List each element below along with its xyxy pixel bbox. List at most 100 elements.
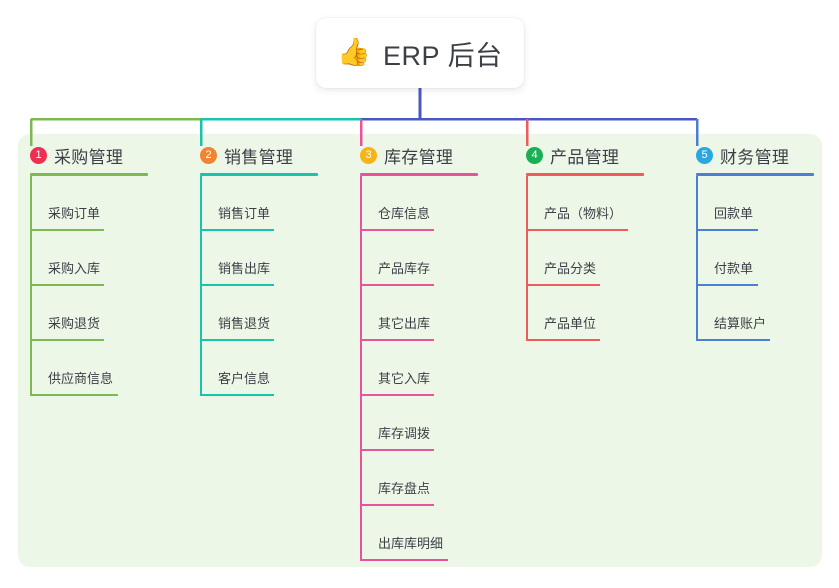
- branch-item-label: 采购订单: [48, 206, 101, 221]
- branch-item-label: 仓库信息: [378, 206, 431, 221]
- branch-item[interactable]: 付款单: [682, 231, 814, 286]
- branch-item-rule: [526, 229, 628, 231]
- branch-badge-4: 4: [526, 146, 543, 164]
- branch-item-list: 回款单付款单结算账户: [682, 176, 814, 341]
- branch-badge-1: 1: [30, 146, 47, 164]
- branch-item-label: 结算账户: [714, 316, 767, 331]
- branch-column-采购管理: 1 采购管理采购订单采购入库采购退货供应商信息: [16, 142, 148, 396]
- branch-item[interactable]: 采购退货: [16, 286, 148, 341]
- branch-item-rule: [526, 339, 600, 341]
- branch-badge-3: 3: [360, 146, 377, 164]
- branch-item[interactable]: 结算账户: [682, 286, 814, 341]
- root-node-inner: 👍 ERP 后台: [337, 34, 502, 73]
- branch-header-rule: [696, 173, 814, 176]
- branch-item[interactable]: 销售订单: [186, 176, 318, 231]
- branch-item-rule: [200, 394, 274, 396]
- branch-item[interactable]: 客户信息: [186, 341, 318, 396]
- branch-item-rule: [200, 284, 274, 286]
- branch-header-1[interactable]: 1 采购管理: [16, 142, 148, 168]
- branch-item[interactable]: 销售出库: [186, 231, 318, 286]
- branch-item-label: 产品库存: [378, 261, 431, 276]
- branch-item-rule: [30, 229, 104, 231]
- branch-item-rule: [360, 394, 434, 396]
- branch-item[interactable]: 产品分类: [512, 231, 644, 286]
- branch-header-rule: [30, 173, 148, 176]
- branch-column-财务管理: 5 财务管理回款单付款单结算账户: [682, 142, 814, 341]
- branch-item-label: 供应商信息: [48, 371, 114, 386]
- branch-item-label: 销售退货: [218, 316, 271, 331]
- branch-item-rule: [360, 559, 448, 561]
- branch-item-rule: [30, 284, 104, 286]
- branch-item[interactable]: 销售退货: [186, 286, 318, 341]
- branch-header-rule: [200, 173, 318, 176]
- branch-badge-5: 5: [696, 146, 713, 164]
- branch-item-list: 销售订单销售出库销售退货客户信息: [186, 176, 318, 396]
- branch-stem: [696, 176, 698, 341]
- branch-item-list: 采购订单采购入库采购退货供应商信息: [16, 176, 148, 396]
- branch-item-label: 其它入库: [378, 371, 431, 386]
- branch-item-list: 仓库信息产品库存其它出库其它入库库存调拨库存盘点出库库明细: [346, 176, 478, 561]
- branch-item-label: 产品单位: [544, 316, 597, 331]
- branch-badge-2: 2: [200, 146, 217, 164]
- root-node-title: ERP 后台: [383, 40, 503, 71]
- branch-item[interactable]: 产品单位: [512, 286, 644, 341]
- branch-column-销售管理: 2 销售管理销售订单销售出库销售退货客户信息: [186, 142, 318, 396]
- branch-item[interactable]: 产品（物料）: [512, 176, 644, 231]
- branch-item-rule: [360, 284, 434, 286]
- branch-stem: [526, 176, 528, 341]
- branch-column-产品管理: 4 产品管理产品（物料） 产品分类产品单位: [512, 142, 644, 341]
- branch-item-rule: [30, 339, 104, 341]
- branch-item-list: 产品（物料） 产品分类产品单位: [512, 176, 644, 341]
- branch-title: 财务管理: [720, 147, 790, 167]
- branch-item-label: 出库库明细: [378, 536, 444, 551]
- branch-item[interactable]: 库存调拨: [346, 396, 478, 451]
- branch-item[interactable]: 其它入库: [346, 341, 478, 396]
- branch-header-rule: [360, 173, 478, 176]
- diagram-panel: [18, 134, 822, 567]
- branch-item[interactable]: 产品库存: [346, 231, 478, 286]
- branch-item-label: 采购入库: [48, 261, 101, 276]
- branch-item-rule: [200, 229, 274, 231]
- branch-stem: [200, 176, 202, 396]
- branch-item-label: 库存盘点: [378, 481, 431, 496]
- branch-item-label: 产品（物料）: [544, 206, 623, 221]
- branch-item-rule: [30, 394, 118, 396]
- root-node-card[interactable]: 👍 ERP 后台: [316, 18, 524, 88]
- branch-item[interactable]: 供应商信息: [16, 341, 148, 396]
- branch-item[interactable]: 采购订单: [16, 176, 148, 231]
- branch-header-3[interactable]: 3 库存管理: [346, 142, 478, 168]
- branch-item-label: 回款单: [714, 206, 754, 221]
- branch-item[interactable]: 其它出库: [346, 286, 478, 341]
- branch-item-label: 销售出库: [218, 261, 271, 276]
- branch-stem: [30, 176, 32, 396]
- branch-header-rule: [526, 173, 644, 176]
- thumbs-up-icon: 👍: [337, 36, 372, 67]
- branch-item[interactable]: 出库库明细: [346, 506, 478, 561]
- branch-header-4[interactable]: 4 产品管理: [512, 142, 644, 168]
- branch-item-label: 客户信息: [218, 371, 271, 386]
- branch-item-label: 其它出库: [378, 316, 431, 331]
- branch-title: 库存管理: [384, 147, 454, 167]
- branch-title: 产品管理: [550, 147, 620, 167]
- branch-title: 采购管理: [54, 147, 124, 167]
- branch-item-label: 库存调拨: [378, 426, 431, 441]
- branch-item[interactable]: 采购入库: [16, 231, 148, 286]
- branch-item-rule: [360, 449, 434, 451]
- branch-header-2[interactable]: 2 销售管理: [186, 142, 318, 168]
- branch-item[interactable]: 库存盘点: [346, 451, 478, 506]
- branch-item-rule: [200, 339, 274, 341]
- branch-column-库存管理: 3 库存管理仓库信息产品库存其它出库其它入库库存调拨库存盘点出库库明细: [346, 142, 478, 561]
- branch-title: 销售管理: [224, 147, 294, 167]
- branch-item-rule: [696, 284, 758, 286]
- branch-item-label: 销售订单: [218, 206, 271, 221]
- branch-header-5[interactable]: 5 财务管理: [682, 142, 814, 168]
- branch-item-rule: [526, 284, 600, 286]
- branch-item-rule: [360, 229, 434, 231]
- branch-item[interactable]: 仓库信息: [346, 176, 478, 231]
- branch-item-rule: [696, 229, 758, 231]
- branch-item-rule: [360, 504, 434, 506]
- branch-stem: [360, 176, 362, 561]
- branch-item-label: 采购退货: [48, 316, 101, 331]
- branch-item[interactable]: 回款单: [682, 176, 814, 231]
- branch-item-rule: [360, 339, 434, 341]
